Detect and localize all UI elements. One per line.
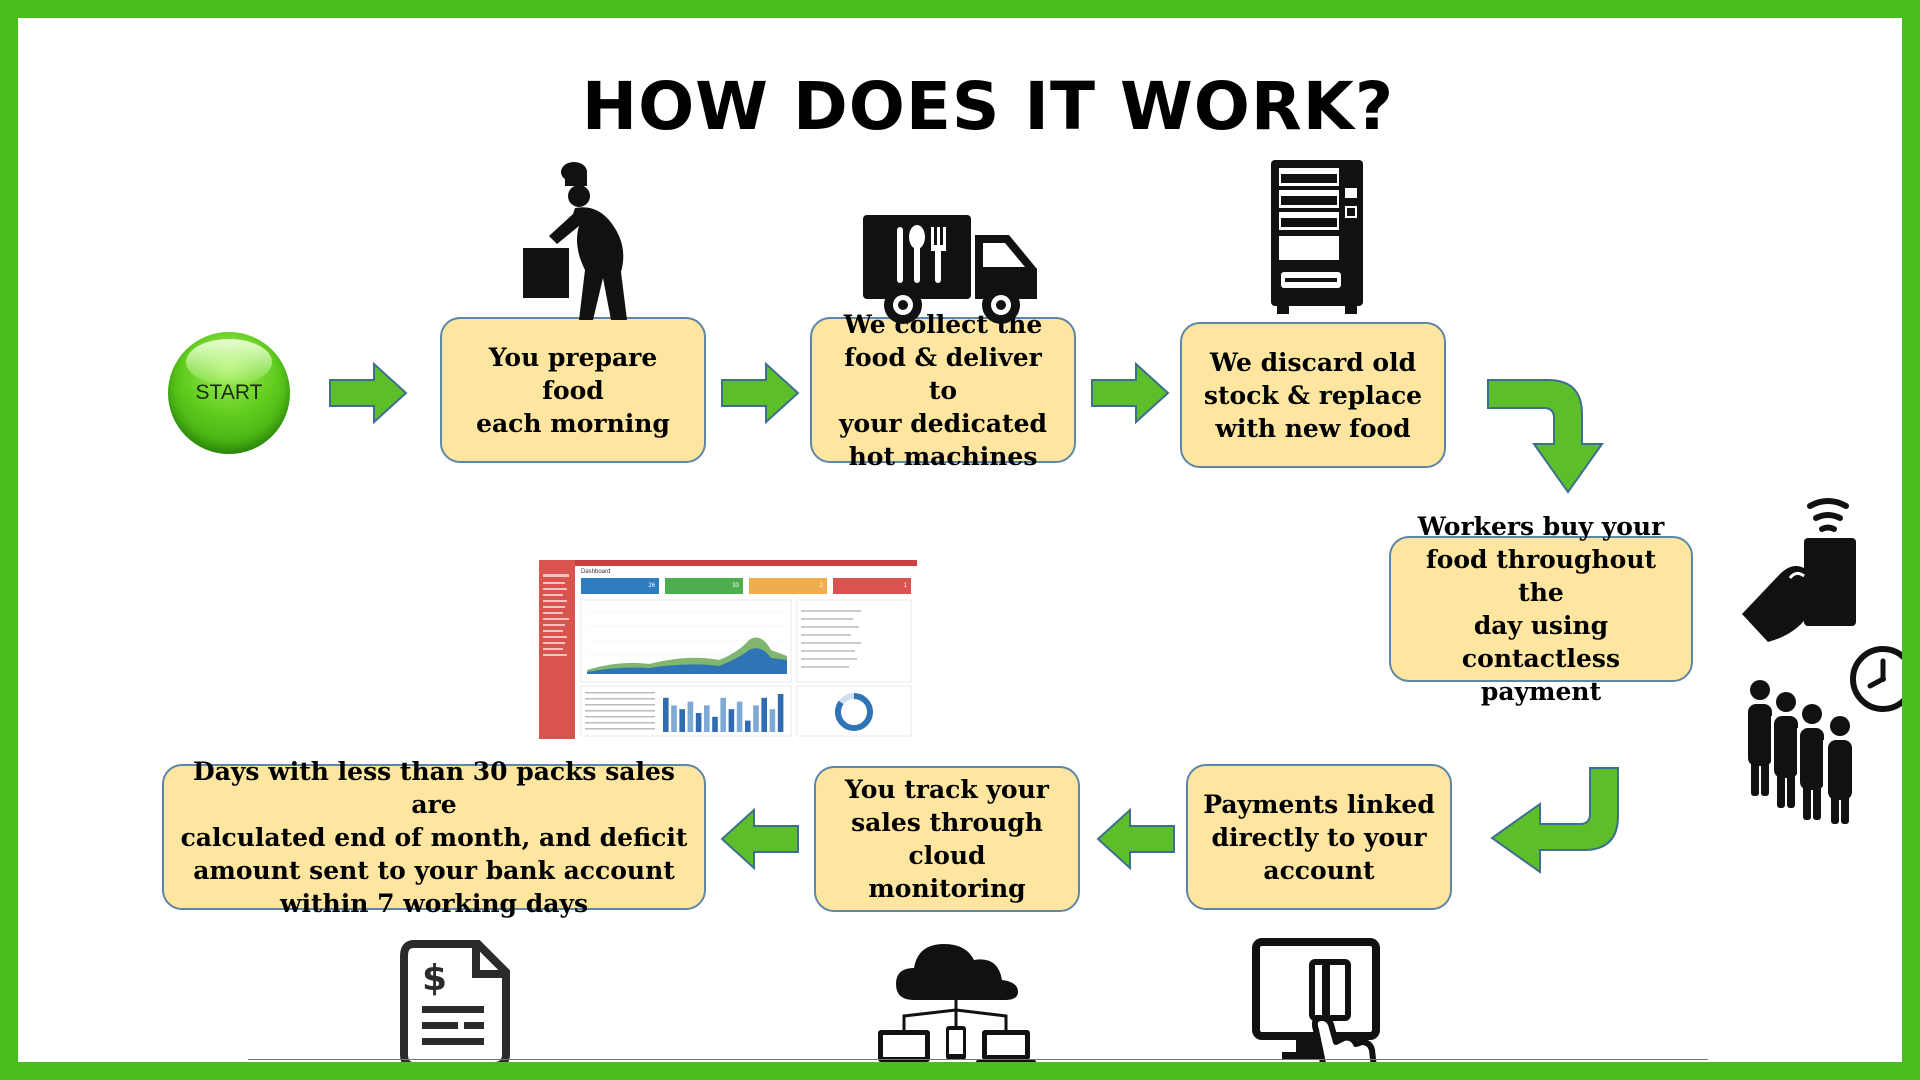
kpi-value: 2 [820, 583, 824, 589]
kpi-card [581, 578, 659, 594]
clock-icon [1850, 646, 1902, 712]
arrow-right-icon [1091, 361, 1170, 425]
arrow-right-icon [329, 361, 408, 425]
arrow-curved-down-icon [1487, 379, 1604, 494]
start-button[interactable]: START [168, 332, 290, 454]
svg-text:$: $ [422, 958, 447, 999]
vending-machine-icon [1271, 160, 1363, 314]
delivery-truck-icon [863, 215, 1037, 324]
area-series-blue [587, 648, 787, 674]
bar [777, 694, 784, 732]
contactless-payment-icon [1742, 498, 1856, 642]
bar [728, 709, 735, 732]
bar [671, 705, 677, 732]
bar [753, 705, 759, 732]
bar [745, 720, 751, 732]
bar [687, 701, 694, 732]
bar [712, 716, 718, 732]
step-collect-deliver: We collect the food & deliver to your de… [810, 310, 1076, 471]
kpi-card [749, 578, 827, 594]
dashboard-screenshot: Dashboard 26 33 2 1 [539, 560, 917, 739]
bar [695, 713, 702, 732]
step-workers-buy: Workers buy your food throughout the day… [1389, 512, 1693, 706]
step-deficit-payment: Days with less than 30 packs sales are c… [162, 757, 706, 918]
invoice-icon: $ [400, 940, 510, 1062]
bottom-divider [248, 1059, 1708, 1060]
arrow-left-icon [720, 807, 799, 871]
arrow-curved-left-icon [1490, 767, 1619, 874]
cloud-network-icon [878, 944, 1036, 1062]
page-title: HOW DOES IT WORK? [581, 68, 1395, 145]
kpi-value: 33 [732, 583, 739, 589]
bar [769, 709, 776, 732]
step-discard-replace: We discard old stock & replace with new … [1180, 322, 1446, 468]
queue-people-icon [1748, 680, 1852, 824]
card-terminal-icon [1252, 938, 1380, 1062]
kpi-card [833, 578, 911, 594]
bar [663, 697, 669, 732]
kpi-card [665, 578, 743, 594]
chef-icon [523, 162, 627, 320]
step-prepare-food: You prepare food each morning [440, 317, 706, 463]
step-track-sales: You track your sales through cloud monit… [814, 766, 1080, 912]
arrow-left-icon [1096, 807, 1175, 871]
dashboard-header-title: Dashboard [581, 569, 610, 575]
bar [761, 697, 767, 732]
bar [736, 701, 743, 732]
bar [704, 705, 710, 732]
start-label: START [195, 381, 263, 404]
arrow-right-icon [721, 361, 800, 425]
diagram-canvas: HOW DOES IT WORK? START You prepare food… [18, 18, 1902, 1062]
bar [679, 709, 685, 732]
step-payments-linked: Payments linked directly to your account [1186, 764, 1452, 910]
donut-fill [835, 693, 873, 731]
bar [720, 697, 726, 732]
kpi-value: 1 [904, 583, 908, 589]
kpi-value: 26 [648, 583, 655, 589]
